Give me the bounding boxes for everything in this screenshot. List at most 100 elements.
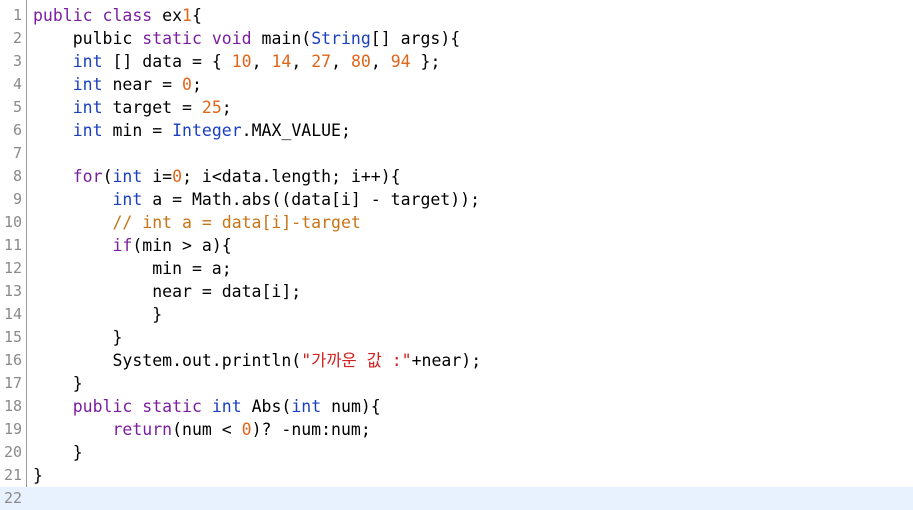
code-line[interactable]: 6 int min = Integer.MAX_VALUE; bbox=[0, 119, 913, 142]
code-line[interactable]: 15 } bbox=[0, 326, 913, 349]
code-token: .MAX_VALUE; bbox=[241, 121, 351, 140]
code-token: [] data = { bbox=[102, 52, 232, 71]
code-line[interactable]: 3 int [] data = { 10, 14, 27, 80, 94 }; bbox=[0, 50, 913, 73]
code-token: int bbox=[72, 121, 103, 140]
code-line[interactable]: 21} bbox=[0, 464, 913, 487]
code-token bbox=[93, 6, 103, 25]
line-number: 4 bbox=[12, 75, 22, 93]
code-line[interactable]: 14 } bbox=[0, 303, 913, 326]
line-number-gutter bbox=[0, 0, 27, 504]
code-token: for bbox=[72, 167, 103, 186]
code-token: +near); bbox=[411, 351, 482, 370]
line-number: 22 bbox=[3, 489, 22, 507]
code-token: near = data[i]; bbox=[33, 282, 302, 301]
code-text[interactable]: int a = Math.abs((data[i] - target)); bbox=[33, 188, 913, 211]
line-number: 18 bbox=[3, 397, 22, 415]
code-text[interactable]: int [] data = { 10, 14, 27, 80, 94 }; bbox=[33, 50, 913, 73]
line-number: 12 bbox=[3, 259, 22, 277]
code-token: // int a = data[i]-target bbox=[112, 213, 361, 232]
code-line[interactable]: 2 pulbic static void main(String[] args)… bbox=[0, 27, 913, 50]
code-token bbox=[33, 167, 73, 186]
line-number: 1 bbox=[12, 6, 22, 24]
code-line[interactable]: 12 min = a; bbox=[0, 257, 913, 280]
code-token: ; i<data.length; i++){ bbox=[182, 167, 401, 186]
line-number: 7 bbox=[12, 144, 22, 162]
code-line[interactable]: 16 System.out.println("가까운 값 :"+near); bbox=[0, 349, 913, 372]
code-text[interactable]: return(num < 0)? -num:num; bbox=[33, 418, 913, 441]
code-token: int bbox=[112, 167, 143, 186]
code-token: , bbox=[370, 52, 391, 71]
code-text[interactable]: min = a; bbox=[33, 257, 913, 280]
code-text[interactable]: if(min > a){ bbox=[33, 234, 913, 257]
code-line[interactable]: 13 near = data[i]; bbox=[0, 280, 913, 303]
code-token: near = bbox=[102, 75, 183, 94]
code-token: i= bbox=[142, 167, 173, 186]
code-line[interactable]: 9 int a = Math.abs((data[i] - target)); bbox=[0, 188, 913, 211]
code-token: 25 bbox=[201, 98, 222, 117]
code-text[interactable]: } bbox=[33, 303, 913, 326]
code-line[interactable]: 10 // int a = data[i]-target bbox=[0, 211, 913, 234]
code-text[interactable]: System.out.println("가까운 값 :"+near); bbox=[33, 349, 913, 372]
code-token bbox=[33, 190, 112, 209]
code-token: ex bbox=[152, 6, 183, 25]
code-line[interactable]: 4 int near = 0; bbox=[0, 73, 913, 96]
code-text[interactable]: // int a = data[i]-target bbox=[33, 211, 913, 234]
code-line[interactable]: 1 public class ex1{ bbox=[0, 4, 913, 27]
line-number: 9 bbox=[12, 190, 22, 208]
code-token bbox=[132, 397, 142, 416]
line-number: 5 bbox=[12, 98, 22, 116]
code-token: } bbox=[33, 328, 123, 347]
code-line[interactable]: 7 bbox=[0, 142, 913, 165]
code-token bbox=[33, 397, 73, 416]
code-token: (num < bbox=[172, 420, 242, 439]
line-number: 21 bbox=[3, 466, 22, 484]
code-token bbox=[33, 75, 73, 94]
code-token: [] args){ bbox=[370, 29, 461, 48]
code-line[interactable]: 18 public static int Abs(int num){ bbox=[0, 395, 913, 418]
code-token: 0 bbox=[172, 167, 183, 186]
code-token: , bbox=[251, 52, 272, 71]
code-token: } bbox=[33, 443, 83, 462]
code-token: ; bbox=[221, 98, 232, 117]
code-token bbox=[33, 52, 73, 71]
code-token: return bbox=[112, 420, 173, 439]
code-line[interactable]: 8 for(int i=0; i<data.length; i++){ bbox=[0, 165, 913, 188]
code-text[interactable]: int target = 25; bbox=[33, 96, 913, 119]
code-text[interactable]: } bbox=[33, 441, 913, 464]
code-token: } bbox=[33, 305, 163, 324]
code-token: num){ bbox=[321, 397, 381, 416]
code-line[interactable]: 22 bbox=[0, 487, 913, 510]
code-token: 14 bbox=[271, 52, 292, 71]
code-text[interactable]: public class ex1{ bbox=[33, 4, 913, 27]
code-text[interactable]: } bbox=[33, 372, 913, 395]
code-text[interactable]: } bbox=[33, 464, 913, 487]
code-token: min = a; bbox=[33, 259, 232, 278]
code-token: System.out.println( bbox=[33, 351, 302, 370]
code-line[interactable]: 11 if(min > a){ bbox=[0, 234, 913, 257]
code-token: "가까운 값 :" bbox=[301, 351, 412, 370]
code-token bbox=[33, 121, 73, 140]
code-line[interactable]: 17 } bbox=[0, 372, 913, 395]
code-token: main( bbox=[251, 29, 312, 48]
code-token: 80 bbox=[350, 52, 371, 71]
code-token bbox=[33, 98, 73, 117]
code-text[interactable]: pulbic static void main(String[] args){ bbox=[33, 27, 913, 50]
code-text[interactable]: for(int i=0; i<data.length; i++){ bbox=[33, 165, 913, 188]
code-lines[interactable]: 1 public class ex1{2 pulbic static void m… bbox=[0, 4, 913, 510]
code-token bbox=[33, 213, 112, 232]
code-text[interactable]: int min = Integer.MAX_VALUE; bbox=[33, 119, 913, 142]
code-token: int bbox=[211, 397, 242, 416]
line-number: 15 bbox=[3, 328, 22, 346]
code-text[interactable]: near = data[i]; bbox=[33, 280, 913, 303]
code-line[interactable]: 19 return(num < 0)? -num:num; bbox=[0, 418, 913, 441]
line-number: 11 bbox=[3, 236, 22, 254]
code-text[interactable]: int near = 0; bbox=[33, 73, 913, 96]
code-token: ( bbox=[102, 167, 113, 186]
code-text[interactable]: public static int Abs(int num){ bbox=[33, 395, 913, 418]
code-line[interactable]: 5 int target = 25; bbox=[0, 96, 913, 119]
line-number: 17 bbox=[3, 374, 22, 392]
code-token: } bbox=[33, 374, 83, 393]
code-line[interactable]: 20 } bbox=[0, 441, 913, 464]
code-text[interactable]: } bbox=[33, 326, 913, 349]
